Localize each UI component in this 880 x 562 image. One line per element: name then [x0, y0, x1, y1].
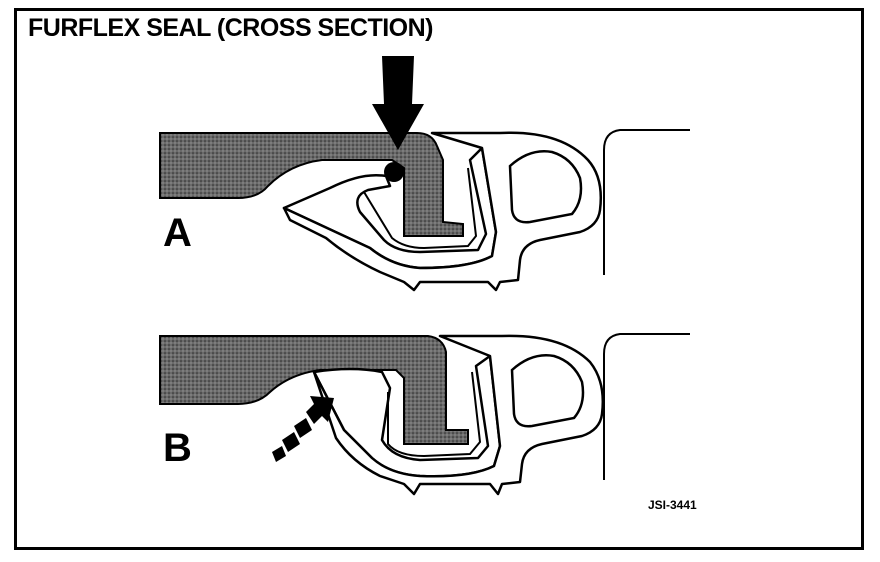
seal-bulb-cavity-a	[508, 150, 583, 224]
view-a-section	[159, 56, 690, 292]
seal-channel-b	[387, 371, 482, 458]
door-panel-b	[603, 333, 690, 480]
view-b-section	[159, 333, 690, 496]
trapped-object-a	[384, 162, 404, 182]
seal-channel-a	[363, 167, 478, 250]
figure-frame	[14, 8, 864, 550]
reference-code: JSI-3441	[648, 498, 697, 512]
motion-arrow-icon	[272, 396, 334, 462]
body-panel-b	[159, 335, 469, 445]
seal-bulb-cavity-b	[510, 354, 585, 428]
view-label-b: B	[163, 426, 192, 470]
figure-title: FURFLEX SEAL (CROSS SECTION)	[28, 14, 434, 42]
down-arrow-icon	[372, 56, 424, 150]
body-panel-a	[159, 132, 464, 237]
view-label-a: A	[163, 211, 192, 255]
door-panel-a	[603, 129, 690, 275]
